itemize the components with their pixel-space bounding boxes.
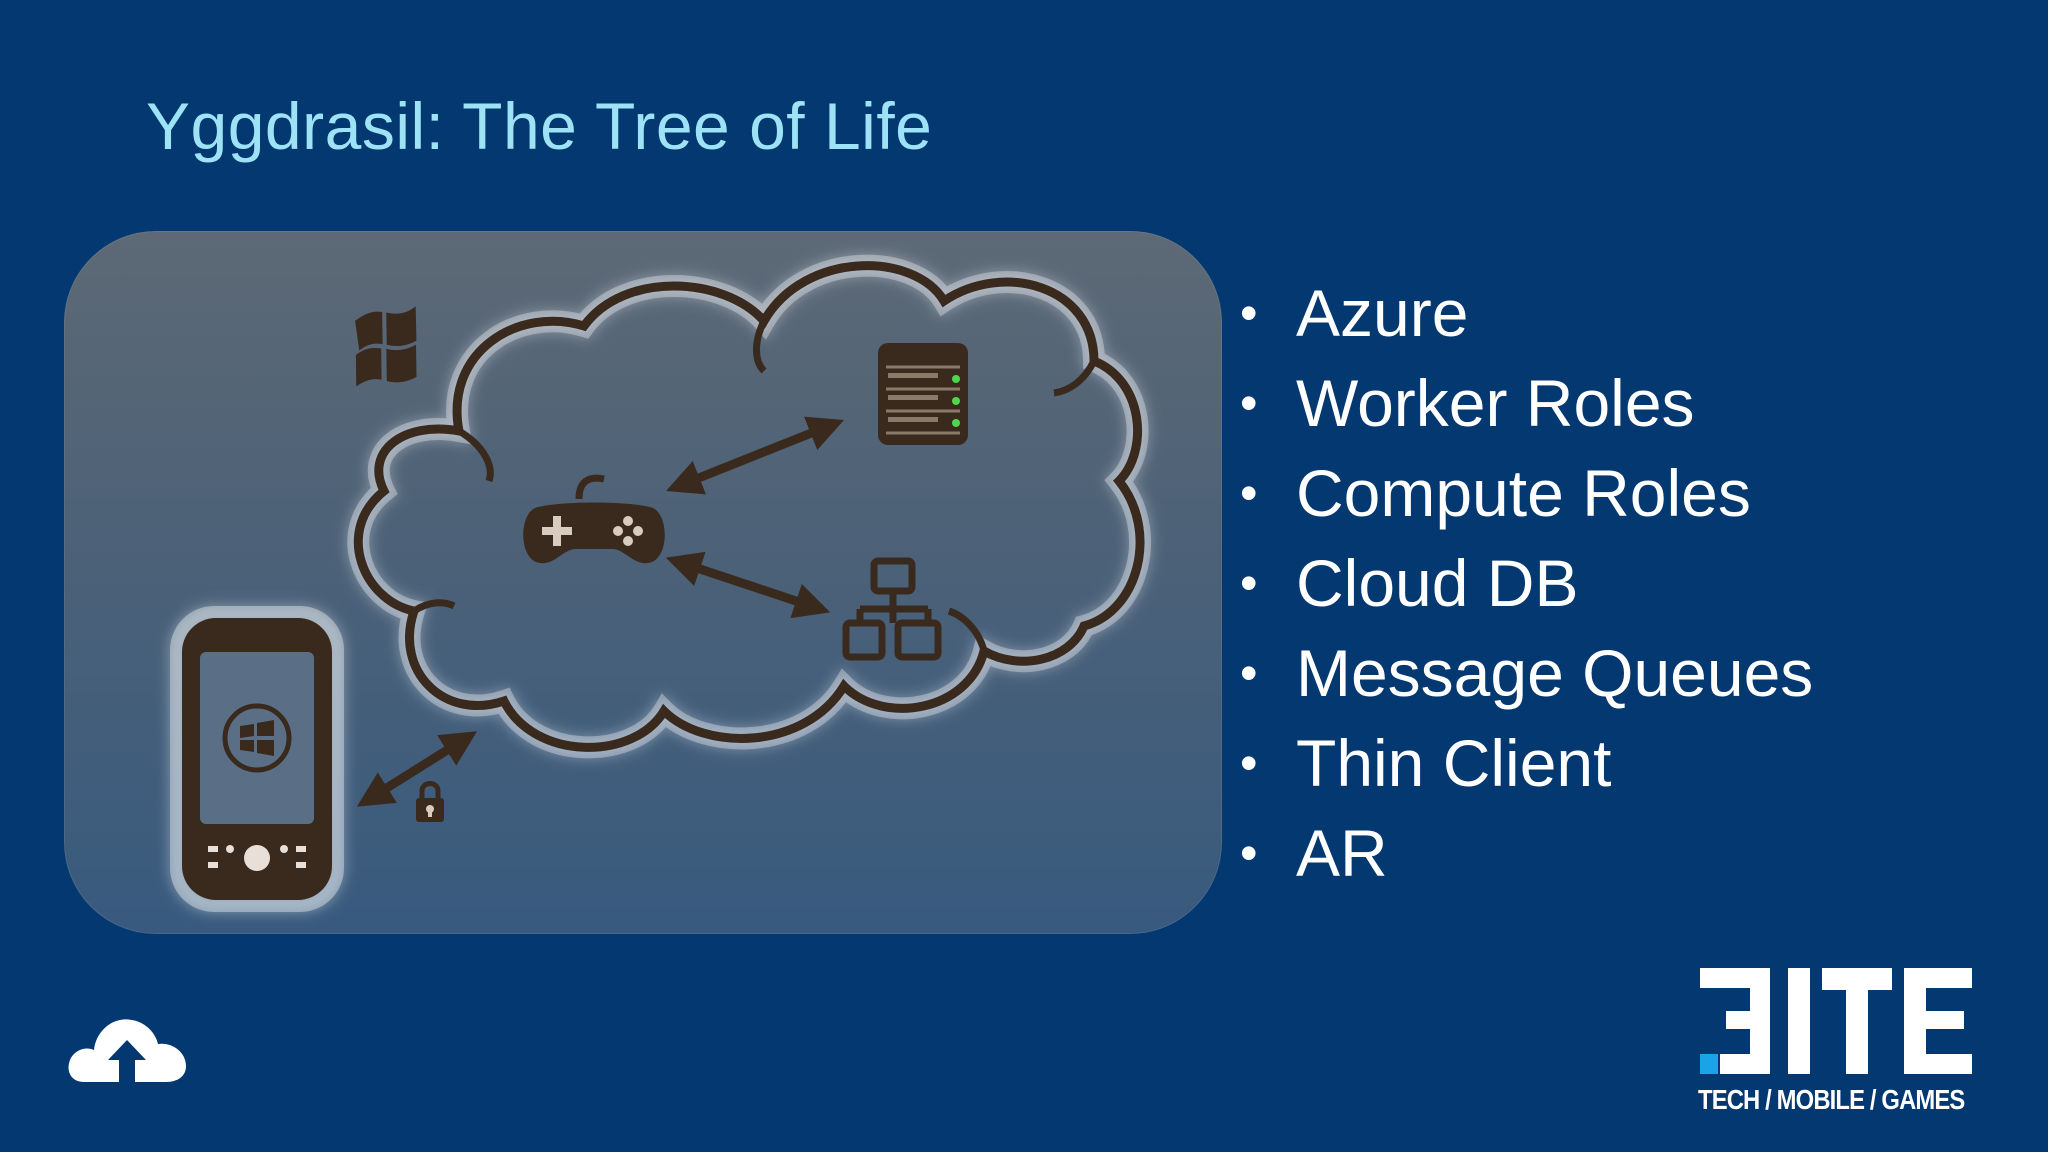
brand-wordmark bbox=[1700, 968, 1972, 1074]
bullet-item-compute-roles: • Compute Roles bbox=[1236, 448, 1813, 538]
bullet-text: Thin Client bbox=[1296, 726, 1612, 800]
bullet-text: Message Queues bbox=[1296, 636, 1814, 710]
brand-tagline: TECH / MOBILE / GAMES bbox=[1698, 1084, 1965, 1115]
gamepad-icon bbox=[523, 474, 665, 564]
bullet-item-thin-client: • Thin Client bbox=[1236, 718, 1813, 808]
bullet-item-ar: • AR bbox=[1236, 808, 1813, 898]
bullet-glyph: • bbox=[1240, 465, 1258, 521]
windows-logo-icon bbox=[355, 306, 417, 387]
bullet-glyph: • bbox=[1240, 825, 1258, 881]
bullet-glyph: • bbox=[1240, 735, 1258, 791]
bullet-item-azure: • Azure bbox=[1236, 268, 1813, 358]
cloud-upload-icon bbox=[66, 1010, 188, 1089]
brand-logo: TECH / MOBILE / GAMES bbox=[1698, 966, 1978, 1116]
phone-icon bbox=[170, 606, 344, 912]
bullet-item-cloud-db: • Cloud DB bbox=[1236, 538, 1813, 628]
bullet-text: Azure bbox=[1296, 276, 1469, 350]
architecture-diagram bbox=[64, 231, 1222, 934]
bullet-glyph: • bbox=[1240, 645, 1258, 701]
bullet-text: Cloud DB bbox=[1296, 546, 1579, 620]
bullet-text: AR bbox=[1296, 816, 1388, 890]
bullet-text: Compute Roles bbox=[1296, 456, 1751, 530]
lock-icon bbox=[416, 781, 444, 822]
cloud-outline-icon bbox=[347, 254, 1151, 759]
bullet-glyph: • bbox=[1240, 375, 1258, 431]
bullet-item-worker-roles: • Worker Roles bbox=[1236, 358, 1813, 448]
bullet-glyph: • bbox=[1240, 285, 1258, 341]
network-icon bbox=[842, 557, 942, 661]
bullet-item-message-queues: • Message Queues bbox=[1236, 628, 1813, 718]
feature-bullet-list: • Azure • Worker Roles • Compute Roles • Clo… bbox=[1236, 268, 1813, 898]
server-icon bbox=[878, 343, 968, 445]
bullet-text: Worker Roles bbox=[1296, 366, 1695, 440]
slide-title: Yggdrasil: The Tree of Life bbox=[146, 89, 933, 163]
bullet-glyph: • bbox=[1240, 555, 1258, 611]
connection-arrows bbox=[356, 416, 845, 807]
